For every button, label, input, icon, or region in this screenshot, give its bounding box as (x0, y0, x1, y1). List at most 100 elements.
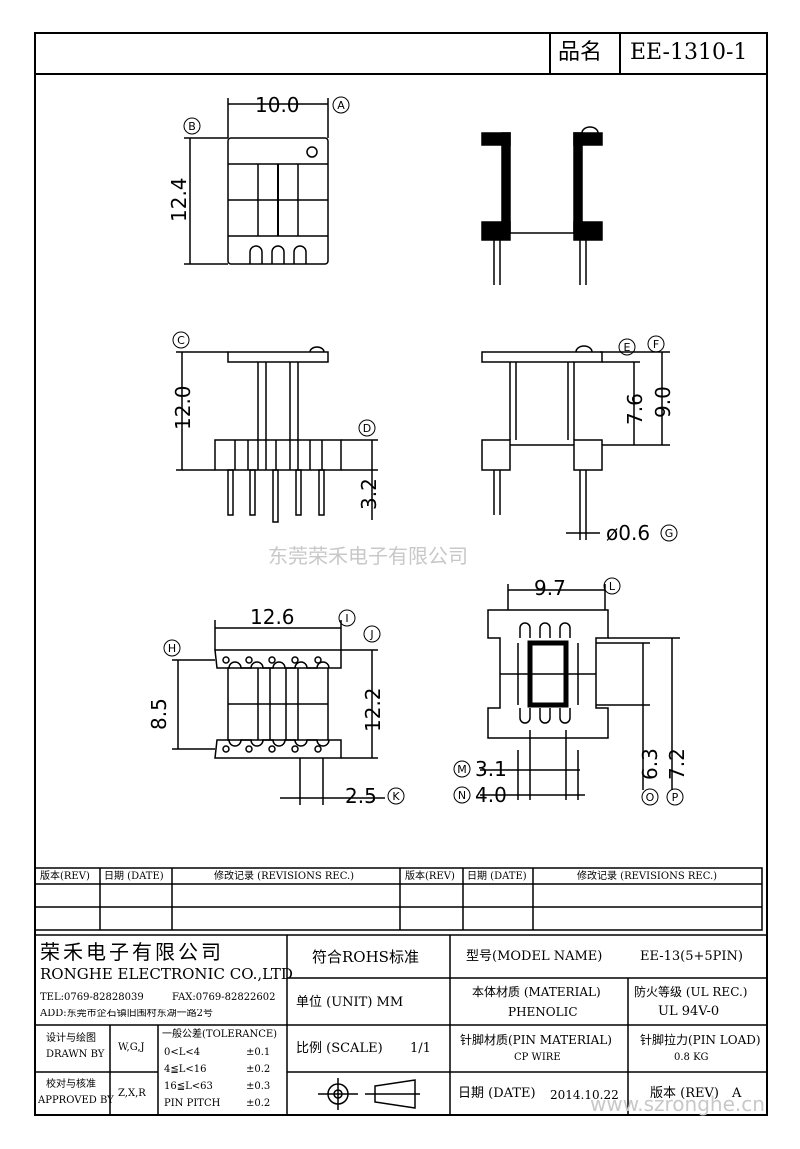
marker-I: I (338, 609, 356, 627)
marker-J: J (363, 625, 381, 643)
tolerance-title: 一般公差(TOLERANCE) (162, 1029, 278, 1040)
dim-L: 9.7 (534, 576, 566, 600)
model-value: EE-13(5+5PIN) (640, 949, 743, 964)
dim-P: 7.2 (665, 748, 689, 780)
company-tel: TEL:0769-82828039 (40, 992, 144, 1003)
marker-label-F: F (653, 338, 659, 351)
marker-label-N: N (458, 789, 466, 802)
part-number: EE-1310-1 (630, 40, 748, 65)
design-value: W,G,J (118, 1042, 145, 1053)
marker-label-B: B (188, 120, 196, 133)
pin-load-value: 0.8 KG (674, 1052, 709, 1063)
tol-range-1: 4≦L<16 (164, 1064, 207, 1075)
dim-G: ø0.6 (606, 521, 650, 545)
dim-B: 12.4 (167, 177, 191, 222)
pin-material-value: CP WIRE (514, 1052, 561, 1063)
material-value: PHENOLIC (508, 1005, 578, 1019)
marker-label-O: O (646, 791, 655, 804)
check-label: 校对与核准 (46, 1079, 96, 1090)
marker-K: K (387, 787, 405, 805)
rev-header: 版本(REV) (40, 871, 90, 882)
side-view (481, 345, 670, 540)
dim-J: 12.2 (361, 687, 385, 732)
tol-value-2: ±0.3 (246, 1081, 271, 1092)
drawn-by: DRAWN BY (46, 1049, 105, 1060)
marker-B: B (183, 117, 201, 135)
marker-E: E (618, 338, 636, 356)
marker-L: L (603, 577, 621, 595)
tol-range-2: 16≦L<63 (164, 1081, 213, 1092)
company-fax: FAX:0769-82822602 (172, 992, 276, 1003)
company-name-en: RONGHE ELECTRONIC CO.,LTD (40, 965, 293, 983)
rec-header: 修改记录 (REVISIONS REC.) (214, 871, 355, 882)
date-header-2: 日期 (DATE) (467, 871, 527, 882)
marker-H: H (163, 639, 181, 657)
dim-A: 10.0 (255, 93, 300, 117)
tol-value-1: ±0.2 (246, 1064, 271, 1075)
model-label: 型号(MODEL NAME) (466, 949, 603, 964)
rev-value: A (732, 1086, 742, 1101)
marker-M: M (453, 760, 471, 778)
tol-value-0: ±0.1 (246, 1047, 271, 1058)
section-view (481, 126, 603, 285)
material-label: 本体材质 (MATERIAL) (472, 985, 601, 999)
dim-E: 7.6 (623, 393, 647, 425)
scale-value: 1/1 (410, 1041, 431, 1056)
bottom-view (172, 620, 385, 805)
marker-D: D (358, 419, 376, 437)
product-name-label: 品名 (558, 40, 603, 65)
fire-value: UL 94V-0 (658, 1004, 720, 1019)
unit-label: 单位 (UNIT) MM (296, 995, 404, 1010)
center-watermark: 东莞荣禾电子有限公司 (268, 544, 468, 568)
scale-label: 比例 (SCALE) (296, 1041, 383, 1056)
pin-material-label: 针脚材质(PIN MATERIAL) (460, 1033, 612, 1047)
tol-value-3: ±0.2 (246, 1098, 271, 1109)
marker-label-C: C (177, 334, 185, 347)
marker-O: O (641, 788, 659, 806)
front-view (176, 346, 378, 523)
dim-F: 9.0 (651, 386, 675, 418)
marker-label-A: A (337, 99, 345, 112)
design-label: 设计与绘图 (46, 1033, 96, 1044)
marker-label-H: H (168, 642, 176, 655)
rev-header-2: 版本(REV) (405, 871, 455, 882)
dim-C: 12.0 (171, 385, 195, 430)
company-name-cn: 荣禾电子有限公司 (40, 940, 224, 964)
marker-F: F (647, 335, 665, 353)
date-label: 日期 (DATE) (458, 1086, 536, 1101)
marker-label-P: P (672, 791, 679, 804)
marker-label-G: G (665, 527, 674, 540)
outer-frame (34, 32, 768, 1116)
marker-N: N (453, 786, 471, 804)
marker-A: A (332, 96, 350, 114)
dim-I: 12.6 (250, 605, 295, 629)
dim-D: 3.2 (357, 478, 381, 510)
marker-label-M: M (457, 763, 467, 776)
tol-range-0: 0<L<4 (164, 1047, 201, 1058)
date-value: 2014.10.22 (550, 1088, 619, 1102)
dim-O: 6.3 (638, 748, 662, 780)
corner-watermark: www.szronghe.cn (590, 1092, 765, 1116)
company-address: ADD:东莞市企石镇旧围村东湖一路2号 (40, 1009, 213, 1019)
check-value: Z,X,R (118, 1088, 146, 1099)
marker-label-I: I (345, 612, 348, 625)
dim-M: 3.1 (475, 757, 507, 781)
rev-label: 版本 (REV) (650, 1086, 719, 1101)
rec-header-2: 修改记录 (REVISIONS REC.) (577, 871, 718, 882)
fire-label: 防火等级 (UL REC.) (634, 985, 748, 999)
marker-label-L: L (609, 580, 616, 593)
tol-range-3: PIN PITCH (164, 1098, 221, 1109)
window-view (480, 584, 680, 800)
marker-label-D: D (363, 422, 371, 435)
pin-load-label: 针脚拉力(PIN LOAD) (640, 1033, 761, 1047)
approved-by: APPROVED BY (38, 1095, 114, 1106)
marker-label-K: K (392, 790, 400, 803)
dim-N: 4.0 (475, 783, 507, 807)
top-view (184, 98, 329, 265)
title-block-grid (34, 867, 767, 1115)
marker-C: C (172, 331, 190, 349)
dim-H: 8.5 (147, 698, 171, 730)
marker-G: G (660, 524, 678, 542)
